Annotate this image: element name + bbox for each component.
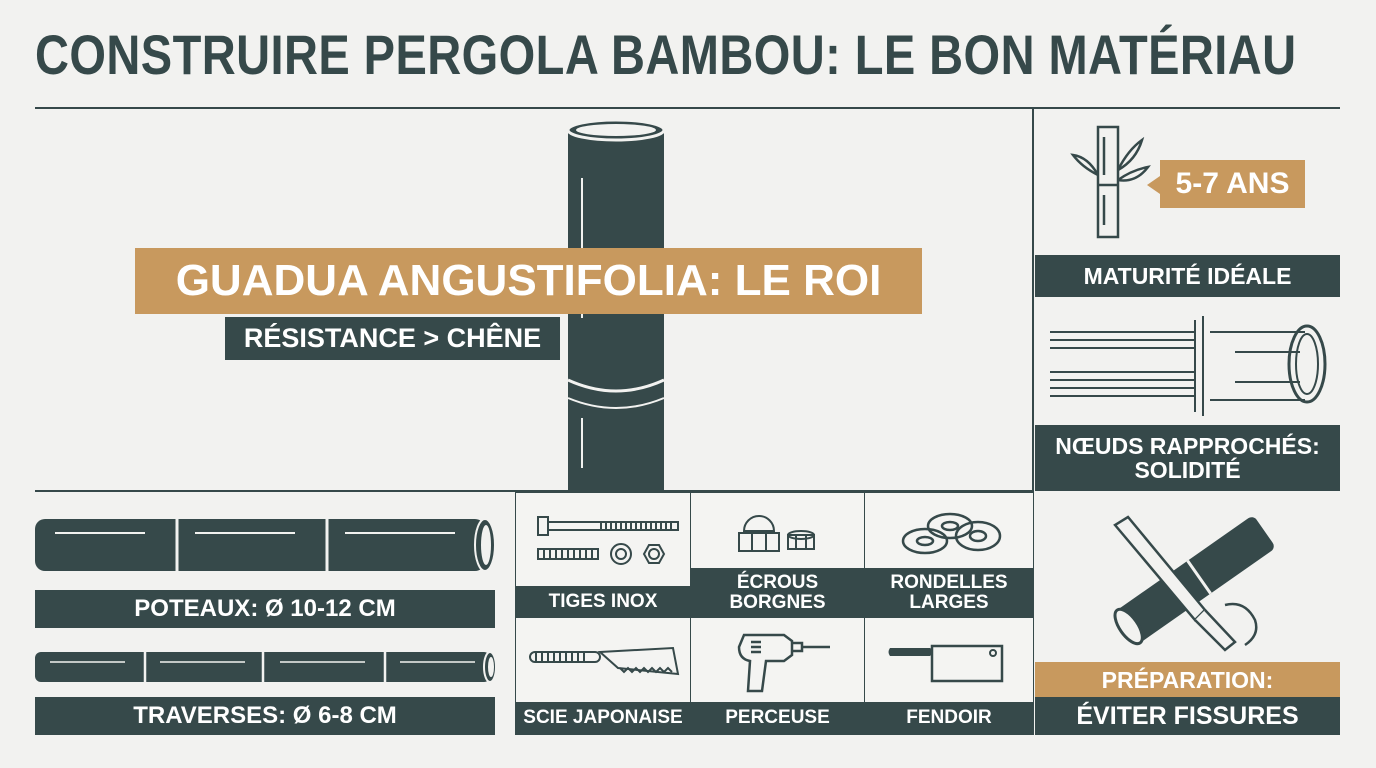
bamboo-node-illustration (1050, 316, 1327, 416)
row-divider (35, 490, 1034, 492)
nodes-label-line1: NŒUDS RAPPROCHÉS: (1055, 432, 1320, 459)
tool-label: SCIE JAPONAISE (516, 702, 690, 734)
post-bamboo-illustration (35, 518, 496, 572)
tool-label: ÉCROUS BORGNES (691, 568, 864, 617)
tool-cell-cleaver: FENDOIR (864, 617, 1034, 735)
tool-label-line1: RONDELLES (890, 571, 1008, 593)
preparation-label: ÉVITER FISSURES (1035, 697, 1340, 735)
column-divider (1032, 108, 1034, 492)
hero-subtitle: RÉSISTANCE > CHÊNE (225, 317, 560, 360)
saw-cutting-bamboo-illustration (1113, 515, 1274, 652)
bamboo-shoot-icon (1070, 125, 1151, 239)
hero-banner: GUADUA ANGUSTIFOLIA: LE ROI (135, 248, 922, 314)
tool-label: PERCEUSE (691, 702, 864, 734)
tool-cell-saw: SCIE JAPONAISE (515, 617, 691, 735)
tool-cell-threaded-rod: TIGES INOX (515, 492, 691, 618)
washers-icon (901, 512, 1002, 555)
tool-cell-drill: PERCEUSE (690, 617, 865, 735)
tool-label-line1: ÉCROUS (736, 571, 819, 593)
tool-label: FENDOIR (865, 702, 1033, 734)
japanese-saw-icon (529, 646, 680, 676)
beams-label: TRAVERSES: Ø 6-8 CM (35, 697, 495, 735)
drill-icon (737, 633, 830, 693)
threaded-rod-icon (537, 516, 679, 565)
nodes-label-line2: SOLIDITÉ (1134, 457, 1241, 483)
nodes-label: NŒUDS RAPPROCHÉS: SOLIDITÉ (1035, 425, 1340, 491)
tool-label-line2: LARGES (909, 591, 989, 613)
tool-label: RONDELLES LARGES (865, 568, 1033, 617)
posts-label: POTEAUX: Ø 10-12 CM (35, 590, 495, 628)
cap-nut-icon (738, 515, 815, 552)
maturity-label: MATURITÉ IDÉALE (1035, 255, 1340, 297)
title-divider (35, 107, 1340, 109)
tool-label-line2: BORGNES (729, 591, 826, 613)
beam-bamboo-illustration (35, 651, 497, 683)
callout-pointer (1147, 176, 1160, 194)
tool-cell-cap-nut: ÉCROUS BORGNES (690, 492, 865, 618)
tool-label: TIGES INOX (516, 586, 690, 617)
tool-cell-washers: RONDELLES LARGES (864, 492, 1034, 618)
maturity-callout: 5-7 ANS (1160, 160, 1305, 208)
page-title: CONSTRUIRE PERGOLA BAMBOU: LE BON MATÉRI… (35, 23, 1297, 86)
preparation-heading: PRÉPARATION: (1035, 662, 1340, 698)
cleaver-icon (888, 644, 1004, 683)
